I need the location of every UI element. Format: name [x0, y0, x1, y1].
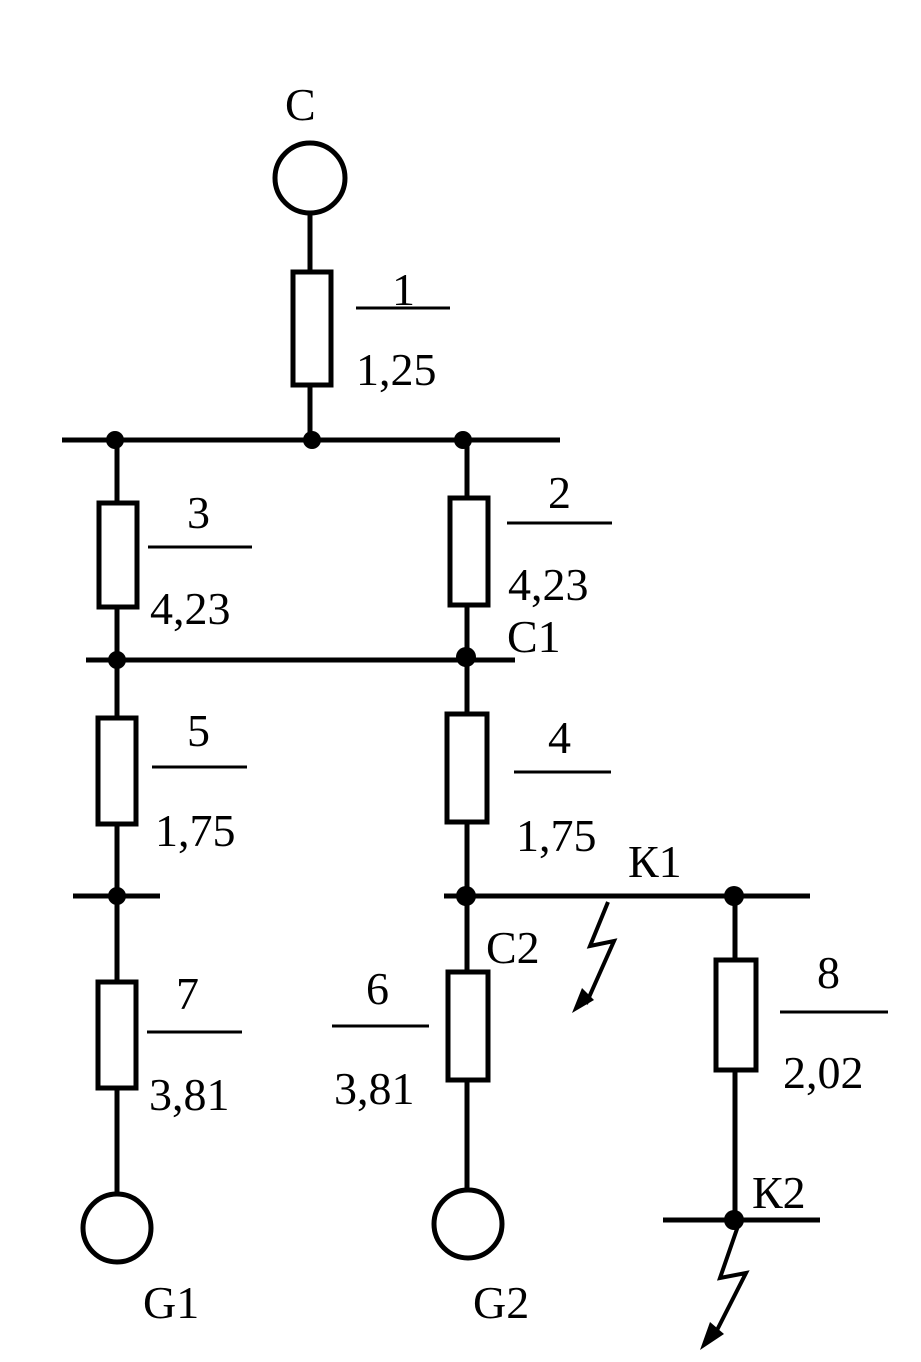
fault-k1-bolt — [584, 901, 618, 1005]
generator-g1 — [80, 1191, 154, 1265]
element-6-number: 6 — [366, 963, 389, 1014]
generator-g2-label: G2 — [473, 1277, 529, 1328]
element-5-number: 5 — [187, 705, 210, 756]
element-4 — [444, 711, 490, 825]
element-4-number: 4 — [548, 712, 571, 763]
element-7 — [95, 979, 139, 1091]
fault-k1-arrowhead — [572, 988, 594, 1013]
node-dot — [303, 431, 321, 449]
source-c — [272, 140, 348, 216]
element-4-value: 1,75 — [516, 810, 597, 861]
fault-k2-label: К2 — [752, 1167, 806, 1218]
generator-g2 — [431, 1187, 505, 1261]
element-5 — [95, 715, 139, 827]
element-2-value: 4,23 — [508, 559, 589, 610]
fault-k2-arrowhead — [700, 1322, 724, 1350]
element-3-value: 4,23 — [150, 583, 231, 634]
bus-c1-label: C1 — [507, 611, 561, 662]
element-8 — [713, 957, 759, 1073]
element-8-number: 8 — [817, 947, 840, 998]
fault-k2-bolt — [712, 1225, 750, 1337]
element-7-value: 3,81 — [149, 1069, 230, 1120]
fault-k1-label: К1 — [628, 836, 682, 887]
element-7-number: 7 — [176, 968, 199, 1019]
element-6 — [445, 969, 491, 1083]
element-3-number: 3 — [187, 487, 210, 538]
element-1-value: 1,25 — [356, 344, 437, 395]
element-3 — [96, 500, 140, 610]
element-2-number: 2 — [548, 467, 571, 518]
element-1 — [290, 269, 334, 388]
node-dot — [724, 1210, 744, 1230]
node-dot — [456, 647, 476, 667]
element-5-value: 1,75 — [155, 805, 236, 856]
element-6-value: 3,81 — [334, 1063, 415, 1114]
source-c-label: C — [285, 79, 316, 130]
generator-g1-label: G1 — [143, 1277, 199, 1328]
element-1-number: 1 — [392, 264, 415, 315]
element-8-value: 2,02 — [783, 1047, 864, 1098]
element-2 — [447, 495, 491, 608]
bus-c2-label: C2 — [486, 922, 540, 973]
